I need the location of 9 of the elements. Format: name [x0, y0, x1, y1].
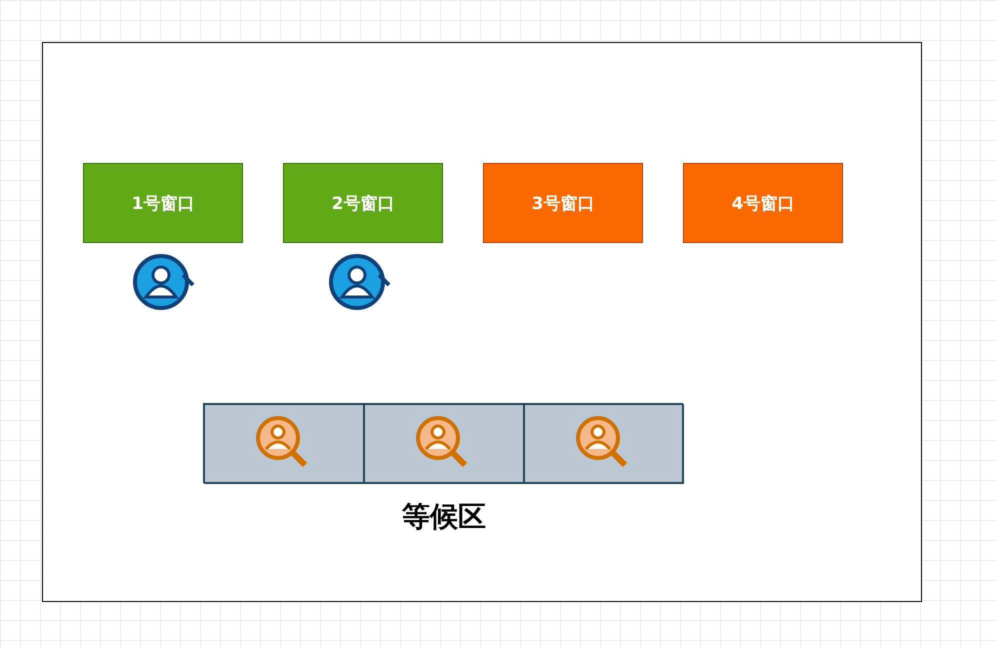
area-heading: 等候区 [402, 500, 486, 533]
service-window-box: 1号窗口 [83, 163, 243, 243]
service-window-box: 3号窗口 [483, 163, 643, 243]
service-window-box: 4号窗口 [683, 163, 843, 243]
service-window-box: 2号窗口 [283, 163, 443, 243]
waiting-seat-cell [524, 404, 684, 484]
waiting-seat-cell [364, 404, 524, 484]
waiting-seat-cell [204, 404, 364, 484]
bank-floor-frame [42, 42, 922, 602]
